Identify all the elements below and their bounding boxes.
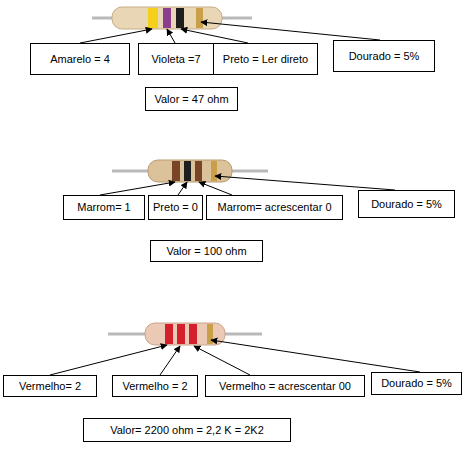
box-text: Violeta =7 (151, 53, 200, 66)
color-band (196, 8, 203, 28)
leader-lines (100, 176, 395, 195)
color-band (189, 324, 197, 344)
leader-line (100, 182, 175, 195)
label-box: Valor = 100 ohm (150, 240, 263, 262)
label-box: Vermelho = 2 (112, 375, 198, 397)
leader-line (167, 29, 175, 43)
label-box: Vermelho = acrescentar 00 (205, 375, 365, 397)
label-box: Dourado = 5% (333, 40, 435, 72)
box-text: Preto = Ler direto (223, 53, 308, 66)
box-text: Vermelho = 2 (122, 380, 187, 393)
box-text: Vermelho= 2 (19, 380, 81, 393)
box-text: Dourado = 5% (349, 50, 420, 63)
label-box: Dourado = 5% (371, 372, 462, 395)
leader-line (50, 345, 167, 375)
resistor-body (148, 160, 232, 182)
label-box: Valor= 2200 ohm = 2,2 K = 2K2 (83, 418, 291, 442)
box-text: Dourado = 5% (371, 198, 442, 211)
color-band (163, 8, 171, 28)
label-box: Amarelo = 4 (30, 43, 130, 75)
resistor-body (145, 323, 225, 345)
color-band (195, 161, 202, 181)
label-box: Valor = 47 ohm (145, 87, 238, 111)
box-text: Amarelo = 4 (50, 53, 110, 66)
box-text: Valor= 2200 ohm = 2,2 K = 2K2 (110, 424, 264, 437)
label-box: Violeta =7 (138, 43, 214, 75)
box-text: Dourado = 5% (381, 377, 452, 390)
box-text: Valor = 100 ohm (166, 245, 246, 258)
leader-lines (50, 340, 420, 375)
color-band (177, 324, 185, 344)
leader-line (178, 182, 187, 195)
label-box: Marrom= acrescentar 0 (206, 195, 343, 220)
resistor-body (112, 7, 222, 29)
leader-line (199, 182, 232, 195)
leader-line (201, 22, 380, 40)
leader-line (215, 176, 395, 190)
box-text: Marrom= 1 (77, 201, 131, 214)
label-box: Vermelho= 2 (3, 375, 97, 397)
label-box: Preto = 0 (148, 195, 203, 220)
resistor-symbol (108, 323, 262, 345)
box-text: Preto = 0 (153, 201, 198, 214)
color-band (165, 324, 173, 344)
box-text: Marrom= acrescentar 0 (217, 201, 331, 214)
box-text: Valor = 47 ohm (154, 93, 228, 106)
leader-line (80, 29, 152, 43)
color-band (172, 161, 180, 181)
color-band (148, 8, 158, 28)
leader-line (181, 29, 248, 43)
color-band (207, 324, 213, 344)
color-band (184, 161, 191, 181)
leader-line (194, 346, 250, 375)
label-box: Marrom= 1 (63, 195, 145, 220)
color-band (211, 161, 217, 181)
label-box: Dourado = 5% (358, 190, 455, 218)
leader-line (211, 340, 420, 372)
leader-line (160, 346, 180, 375)
label-box: Preto = Ler direto (213, 43, 318, 75)
color-band (176, 8, 184, 28)
resistor-symbol (92, 7, 252, 29)
box-text: Vermelho = acrescentar 00 (219, 380, 351, 393)
